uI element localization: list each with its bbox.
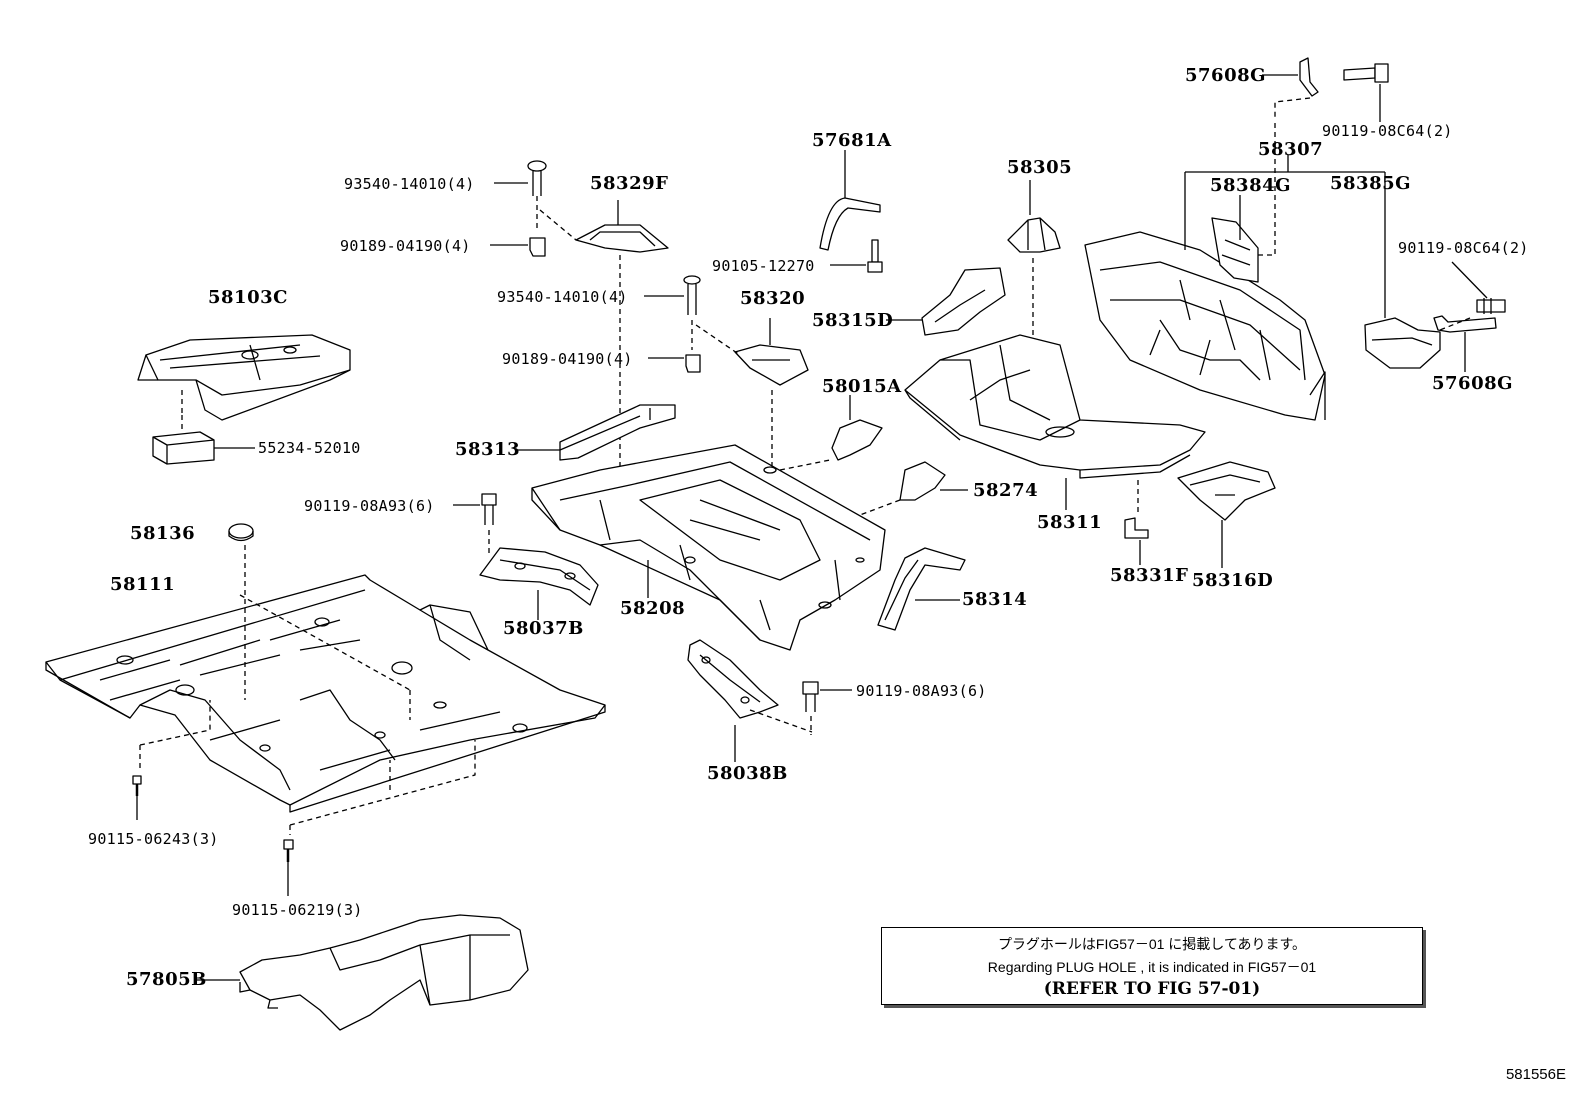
label-90119-08A93-b: 90119-08A93(6) (856, 682, 987, 700)
part-58103C-shape (137, 334, 351, 430)
label-58320: 58320 (740, 288, 806, 309)
part-58331F-shape (1124, 517, 1149, 565)
reference-note-box: プラグホールはFIG57－01 に掲載してあります。 Regarding PLU… (881, 927, 1423, 1005)
label-58208: 58208 (620, 598, 686, 619)
label-58038B: 58038B (707, 763, 788, 784)
label-58329F: 58329F (590, 173, 669, 194)
label-57681A: 57681A (812, 130, 892, 151)
label-58136: 58136 (130, 523, 196, 544)
note-line-refer: (REFER TO FIG 57-01) (1043, 979, 1261, 999)
label-58015A: 58015A (822, 376, 902, 397)
label-90115-06243: 90115-06243(3) (88, 830, 219, 848)
part-57681A-shape (819, 150, 881, 251)
label-55234-52010: 55234-52010 (258, 439, 361, 457)
nut-90189-a (490, 237, 546, 257)
part-58316D-shape (1177, 461, 1276, 568)
label-58314: 58314 (962, 589, 1028, 610)
label-93540-14010-a: 93540-14010(4) (344, 175, 475, 193)
bolt-90119-08A93-b (802, 681, 852, 735)
part-58208-shape (531, 444, 901, 651)
part-58015A-shape (831, 395, 883, 461)
bolt-90119-08C64-right (1439, 261, 1506, 331)
label-58384G: 58384G (1210, 175, 1291, 196)
label-58307: 58307 (1258, 139, 1324, 160)
nut-90189-b (648, 354, 701, 373)
part-58313-shape (516, 404, 676, 461)
part-57608G-top-shape (1262, 57, 1319, 120)
label-58103C: 58103C (208, 287, 288, 308)
bolt-90115-06243 (132, 775, 142, 820)
part-58315D-shape (886, 267, 1006, 336)
label-58385G: 58385G (1330, 173, 1411, 194)
label-58313: 58313 (455, 439, 521, 460)
label-57805B: 57805B (126, 969, 207, 990)
bolt-90115-06219 (283, 839, 294, 896)
label-58331F: 58331F (1110, 565, 1189, 586)
bolt-90119-08A93-a (453, 493, 497, 555)
figure-code: 581556E (1505, 1066, 1566, 1083)
label-93540-14010-b: 93540-14010(4) (497, 288, 628, 306)
label-90115-06219: 90115-06219(3) (232, 901, 363, 919)
part-58136-shape (228, 523, 254, 542)
label-58274: 58274 (973, 480, 1039, 501)
label-58305: 58305 (1007, 157, 1073, 178)
label-90119-08C64-top: 90119-08C64(2) (1322, 122, 1453, 140)
label-90189-04190-a: 90189-04190(4) (340, 237, 471, 255)
label-57608G-top: 57608G (1185, 65, 1266, 86)
label-90119-08C64-right: 90119-08C64(2) (1398, 239, 1529, 257)
label-90119-08A93-a: 90119-08A93(6) (304, 497, 435, 515)
part-58111-shape (45, 545, 606, 835)
part-58320-shape (734, 318, 809, 580)
part-58314-shape (877, 547, 966, 631)
part-58311-shape (904, 334, 1206, 515)
part-57805B-shape (196, 914, 529, 1031)
label-58311: 58311 (1037, 512, 1103, 533)
part-58307-shape (1084, 155, 1386, 421)
part-58274-shape (899, 461, 968, 501)
bolt-93540-b (644, 275, 741, 356)
note-line-japanese: プラグホールはFIG57－01 に掲載してあります。 (997, 936, 1307, 952)
label-58316D: 58316D (1192, 570, 1274, 591)
part-55234-shape (152, 431, 255, 465)
label-90105-12270: 90105-12270 (712, 257, 815, 275)
bolt-90119-08C64-top (1343, 63, 1389, 122)
part-57608G-right-shape (1433, 315, 1497, 372)
part-58384G-shape (1211, 120, 1276, 283)
note-line-english: Regarding PLUG HOLE , it is indicated in… (987, 959, 1317, 975)
label-90189-04190-b: 90189-04190(4) (502, 350, 633, 368)
bolt-90105-12270 (830, 239, 883, 273)
label-58037B: 58037B (503, 618, 584, 639)
part-58037B-shape (479, 547, 599, 620)
part-58385G-shape (1364, 317, 1441, 369)
label-57608G-right: 57608G (1432, 373, 1513, 394)
bolt-93540-a (494, 160, 577, 241)
label-58111: 58111 (110, 574, 176, 595)
label-58315D: 58315D (812, 310, 894, 331)
part-58038B-shape (687, 639, 813, 762)
